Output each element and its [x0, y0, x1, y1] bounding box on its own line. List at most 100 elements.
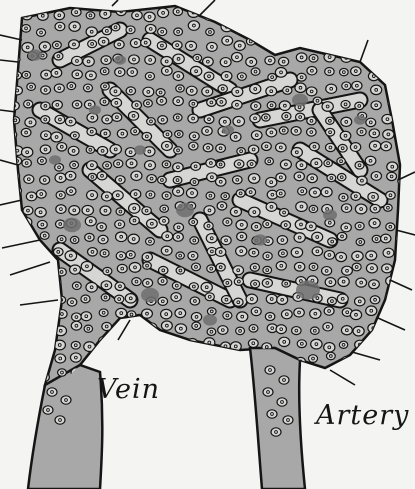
cell [162, 161, 170, 168]
cell [70, 132, 79, 140]
cell [143, 279, 153, 288]
cell [204, 72, 214, 80]
cell [6, 13, 15, 21]
cell [40, 145, 50, 154]
cell [146, 191, 155, 199]
vessel-cell [43, 406, 53, 414]
cell [193, 54, 202, 61]
cell [219, 117, 230, 127]
cell [97, 172, 107, 180]
cell [324, 160, 332, 167]
cell [100, 98, 109, 106]
cell [382, 11, 392, 19]
cell [403, 192, 411, 199]
pigment-spot [292, 94, 308, 107]
cell [230, 132, 241, 141]
cell [129, 262, 141, 272]
cell [236, 220, 247, 230]
cell [161, 321, 172, 330]
cell [400, 100, 410, 109]
cell [372, 235, 381, 242]
cell [338, 277, 349, 287]
cell [281, 221, 291, 229]
cell [21, 128, 31, 136]
cell [321, 187, 332, 196]
cell [12, 264, 22, 272]
cell [68, 146, 79, 155]
cell [296, 113, 305, 121]
cell [356, 238, 364, 245]
cell [266, 87, 277, 96]
cell [383, 51, 394, 60]
cell [162, 141, 173, 150]
cell [251, 131, 262, 140]
cell [101, 56, 111, 65]
cell [88, 248, 98, 256]
cell [365, 156, 376, 165]
cell [86, 146, 94, 153]
cell [207, 308, 216, 315]
cell [276, 261, 286, 270]
cell [235, 368, 244, 375]
cell [116, 308, 127, 318]
cell [101, 281, 112, 290]
cell [65, 117, 75, 126]
cell [203, 144, 213, 152]
cell [126, 251, 135, 259]
cell [309, 263, 318, 270]
cell [173, 72, 184, 81]
artery-vessel [250, 348, 305, 489]
cell [86, 71, 97, 80]
cell [237, 232, 247, 240]
cell [352, 263, 361, 271]
cell [218, 326, 228, 335]
cell [217, 202, 227, 210]
cell [41, 131, 51, 140]
cell [37, 157, 46, 165]
cell [191, 263, 200, 271]
cell [21, 246, 32, 256]
pigment-spot [89, 105, 101, 115]
cell [56, 191, 65, 199]
cell [189, 132, 199, 140]
vessel-cell [279, 376, 289, 384]
cell [370, 204, 380, 212]
cell [129, 204, 140, 214]
cell [24, 175, 34, 184]
cell [399, 261, 410, 270]
cell [67, 298, 77, 306]
cell [144, 161, 155, 170]
cell [266, 202, 277, 211]
cell [207, 42, 218, 51]
pigment-spot [176, 203, 194, 217]
cell [115, 295, 124, 303]
cell [163, 131, 172, 138]
cell [27, 83, 36, 90]
cell [237, 312, 248, 322]
cell [130, 216, 140, 224]
cell [174, 223, 184, 231]
cell [235, 10, 244, 18]
cell [147, 219, 158, 228]
pigment-spot [141, 288, 159, 302]
cell [369, 141, 380, 151]
cell [101, 294, 110, 301]
cell [401, 117, 409, 124]
cell [22, 25, 31, 33]
cell [340, 68, 349, 75]
cell [188, 21, 199, 31]
cell [234, 41, 245, 51]
cell [268, 74, 277, 81]
cell [216, 144, 226, 152]
cell [54, 84, 64, 92]
cell [66, 187, 76, 195]
cell [215, 248, 225, 257]
cell [142, 337, 151, 345]
cell [400, 146, 410, 155]
cell [327, 297, 336, 305]
cell [324, 307, 334, 315]
cell [70, 236, 78, 243]
cell [131, 322, 141, 331]
cell [216, 161, 224, 168]
cell [399, 204, 409, 212]
